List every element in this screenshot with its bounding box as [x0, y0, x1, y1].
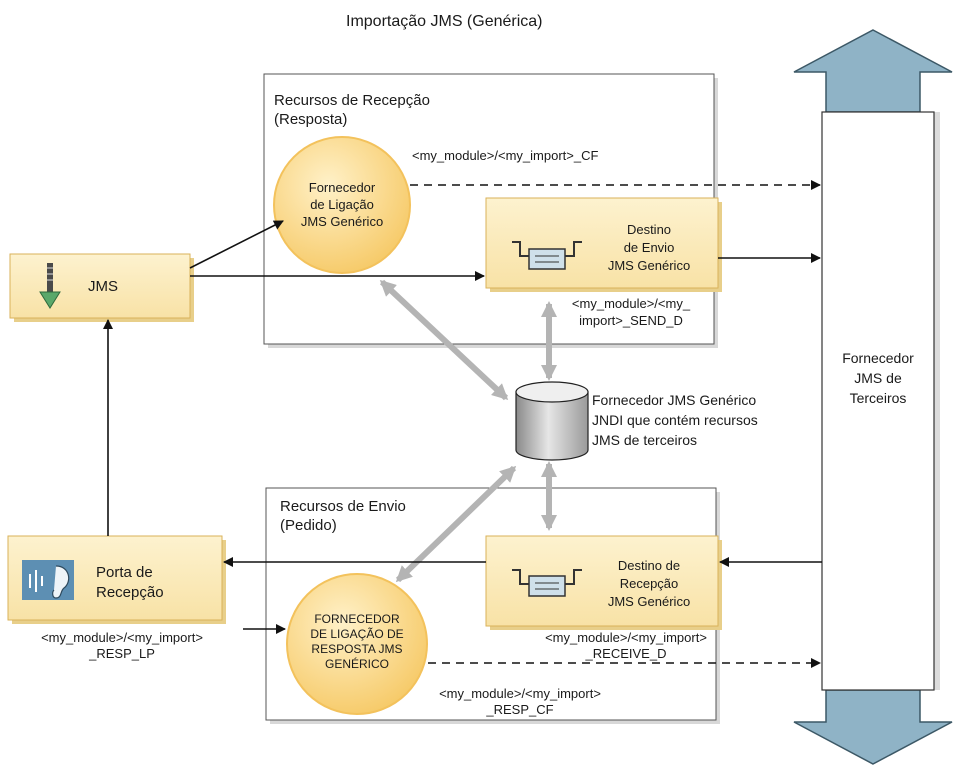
third-party-label-3: Terceiros [849, 390, 907, 406]
receive-port-name-2: _RESP_LP [89, 646, 155, 661]
receive-destination-label-2: Recepção [619, 576, 679, 591]
receive-destination-box [485, 535, 722, 630]
receive-port-label-2: Recepção [96, 584, 164, 601]
diagram-title: Importação JMS (Genérica) [346, 13, 543, 30]
third-party-label-2: JMS de [854, 370, 902, 386]
receive-port-name-1: <my_module>/<my_import> [41, 630, 203, 645]
jndi-label-1: Fornecedor JMS Genérico [592, 392, 757, 408]
receive-destination-label-1: Destino de [617, 558, 681, 573]
resp-cf-name-2: _RESP_CF [486, 702, 554, 717]
jms-box [9, 253, 194, 322]
third-party-provider-arrow [793, 29, 953, 765]
queue-tray-icon [512, 569, 582, 597]
connection-factory-label-3: JMS Genérico [300, 214, 384, 229]
jndi-label-2: JNDI que contém recursos [592, 412, 758, 428]
receive-destination-name-2: _RECEIVE_D [585, 646, 667, 661]
send-destination-label-2: de Envio [623, 240, 675, 255]
response-connection-factory-circle [286, 573, 428, 715]
connection-factory-label-1: Fornecedor [308, 180, 376, 195]
resp-cf-label-1: FORNECEDOR [314, 612, 400, 626]
connection-factory-circle [273, 136, 411, 274]
resp-cf-label-3: RESPOSTA JMS [311, 642, 403, 656]
connection-factory-label-2: de Ligação [310, 197, 374, 212]
jndi-label-3: JMS de terceiros [592, 432, 698, 448]
third-party-label-1: Fornecedor [842, 350, 914, 366]
cf-name-label: <my_module>/<my_import>_CF [412, 148, 599, 163]
resp-cf-name-1: <my_module>/<my_import> [439, 686, 601, 701]
send-destination-name-2: import>_SEND_D [579, 313, 683, 328]
receive-destination-name-1: <my_module>/<my_import> [545, 630, 707, 645]
queue-tray-icon [512, 241, 582, 270]
resp-cf-label-2: DE LIGAÇÃO DE [310, 627, 404, 641]
ear-sound-icon [22, 560, 74, 600]
receive-resources-subtitle: (Resposta) [274, 111, 348, 128]
receive-resources-title: Recursos de Recepção [274, 92, 430, 109]
send-destination-label-1: Destino [626, 222, 672, 237]
receive-port-label-1: Porta de [96, 564, 153, 581]
jms-label: JMS [88, 278, 118, 295]
jms-download-icon [39, 263, 61, 309]
send-destination-name-1: <my_module>/<my_ [571, 296, 691, 311]
send-destination-label-3: JMS Genérico [607, 258, 691, 273]
send-resources-subtitle: (Pedido) [280, 517, 337, 534]
receive-destination-label-3: JMS Genérico [607, 594, 691, 609]
resp-cf-label-4: GENÉRICO [324, 657, 389, 671]
flow-arrows [103, 180, 822, 668]
send-resources-title: Recursos de Envio [280, 498, 406, 515]
send-destination-box [485, 197, 722, 292]
database-cylinder-icon [515, 381, 589, 461]
